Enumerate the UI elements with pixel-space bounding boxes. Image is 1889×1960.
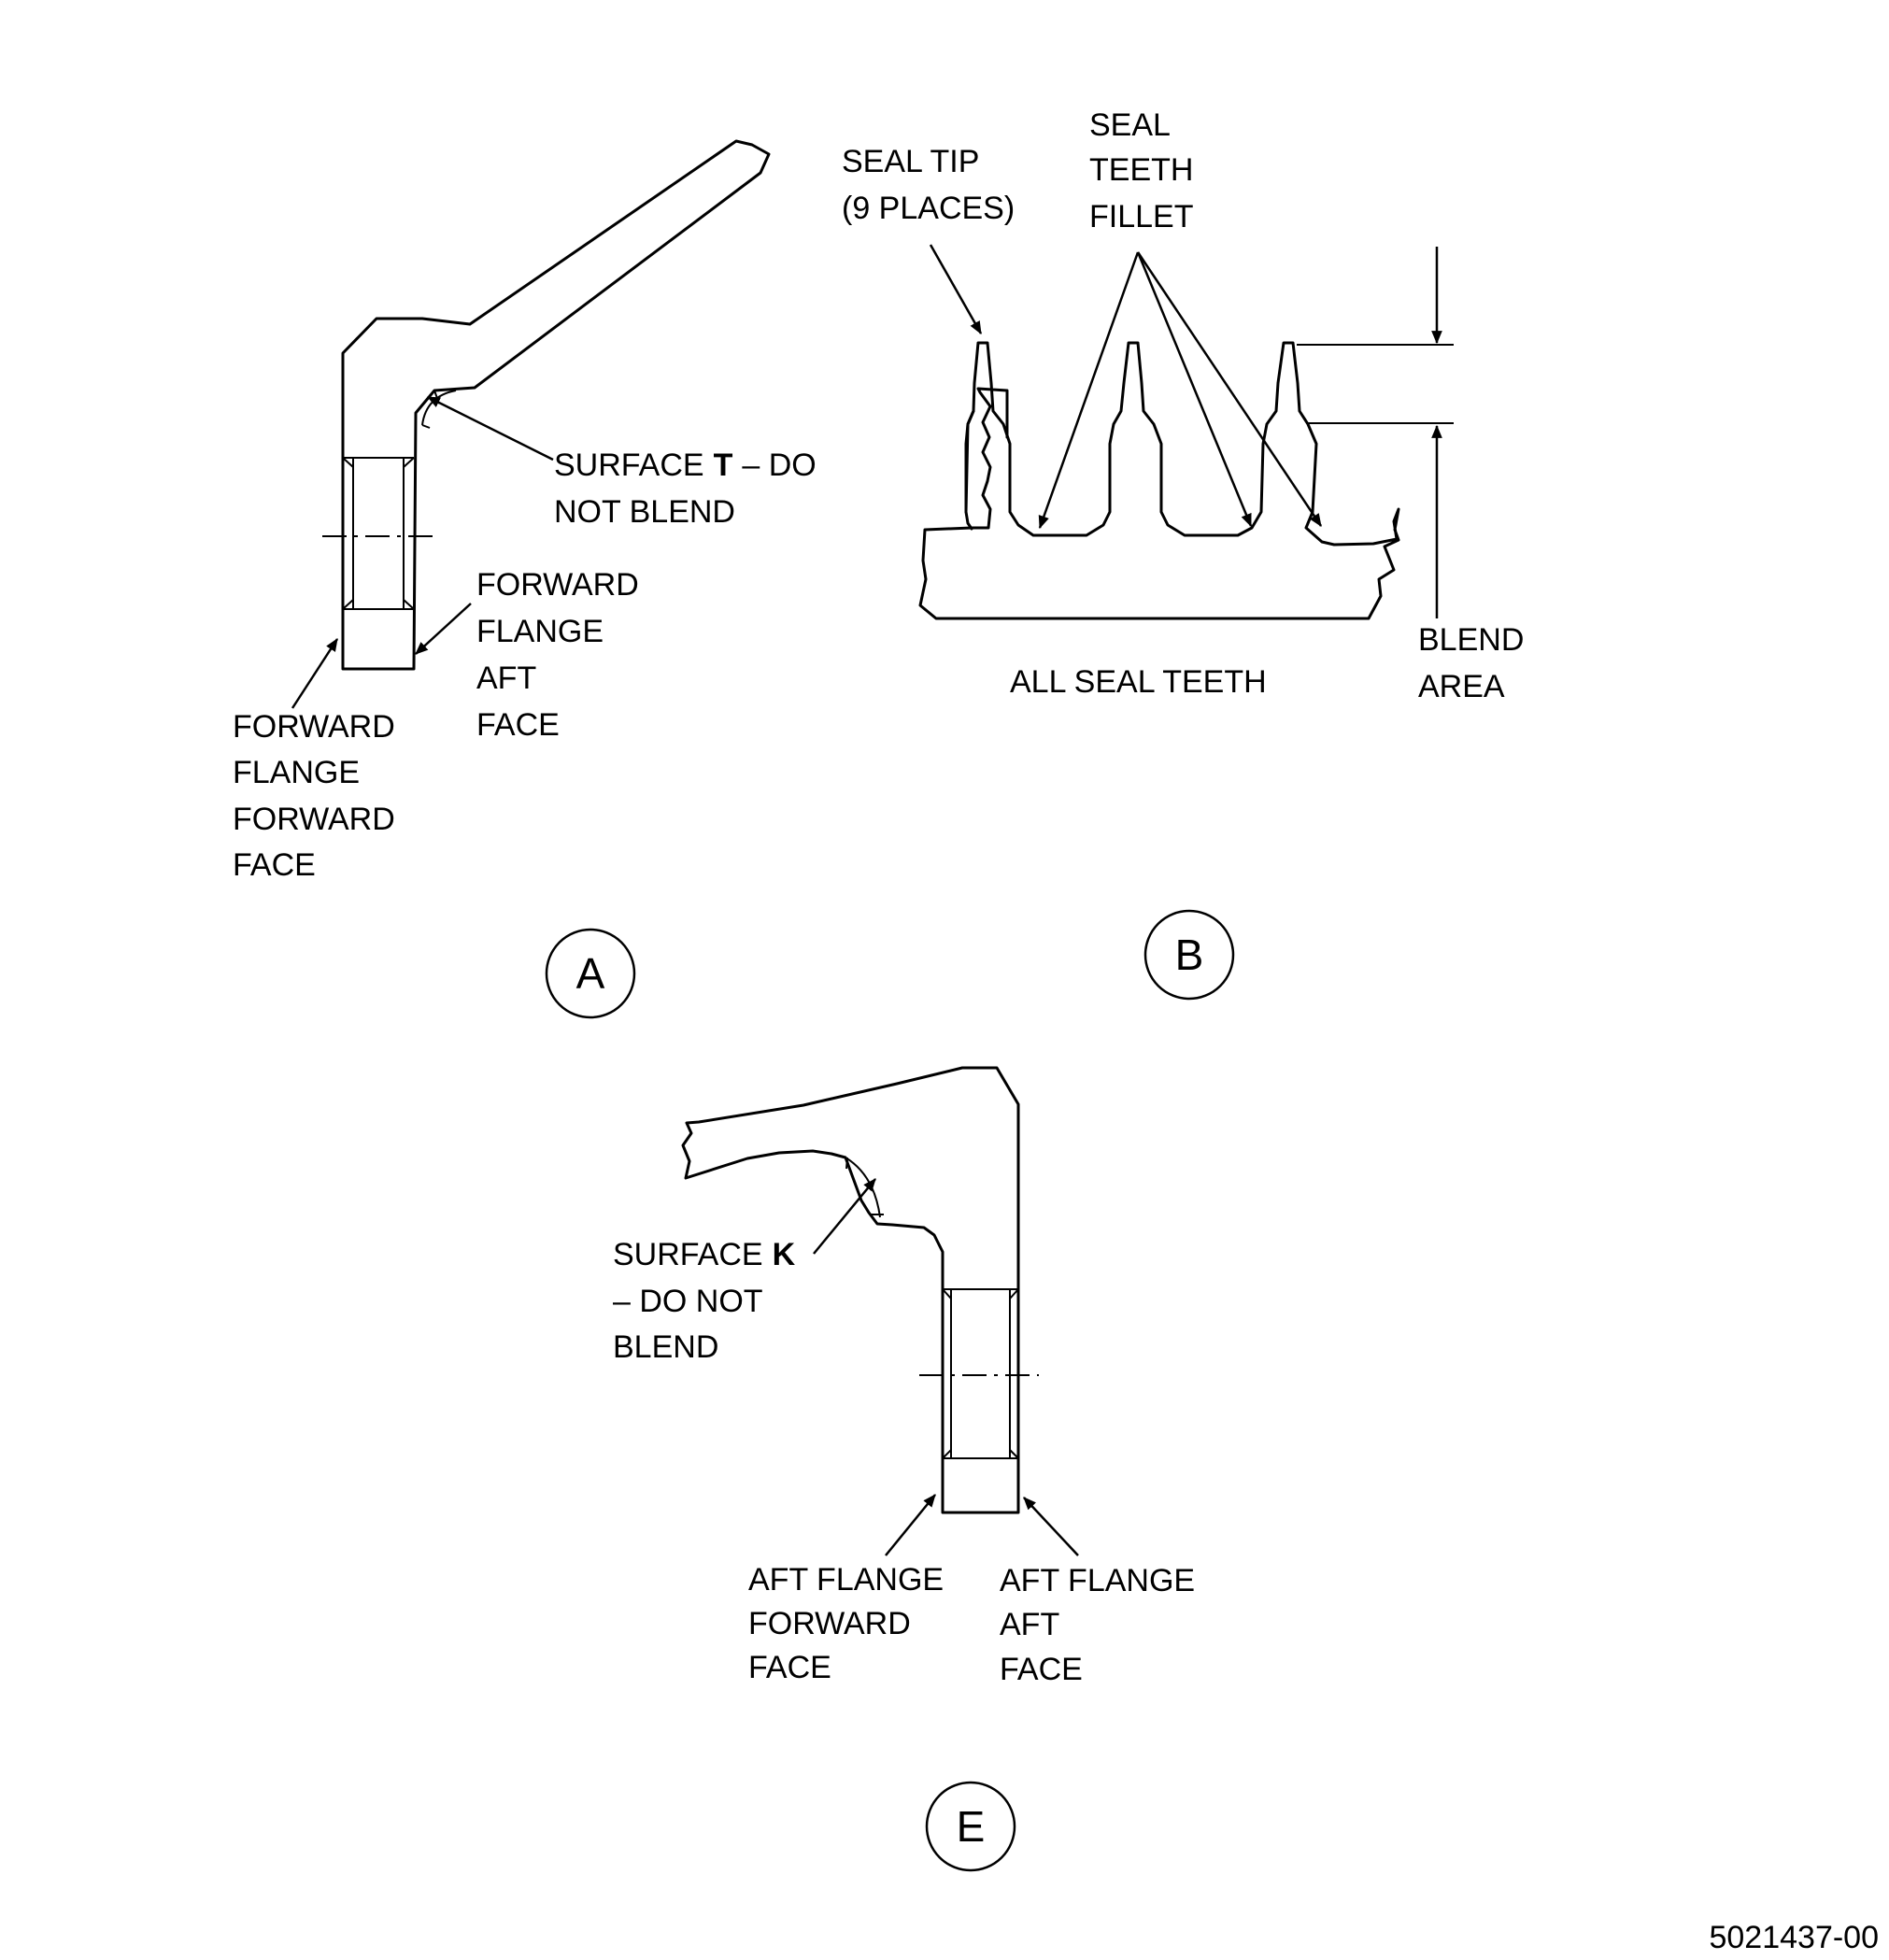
view-e-surface-k-fillet-edge (845, 1157, 884, 1215)
view-e-chamfers (942, 1288, 1019, 1459)
view-b-letter: B (1175, 930, 1204, 979)
view-a-surface-t-leader (426, 395, 554, 462)
view-a-fwd-face-leader (291, 638, 339, 709)
view-b-seal-teeth-outline (918, 341, 1400, 620)
view-a-bore-edges (352, 458, 405, 609)
view-b-fillet-leader-1 (1038, 251, 1140, 530)
view-a-letter: A (576, 949, 605, 998)
view-e-callout-circle (925, 1781, 1016, 1872)
view-b-all-seal-teeth-label: ALL SEAL TEETH (1010, 664, 1267, 700)
view-b: SEAL TIP (9 PLACES) SEAL TEETH FILLET AL… (842, 107, 1533, 1001)
view-a-callout-circle (545, 928, 636, 1019)
drawing-number: 5021437-00 (1709, 1920, 1879, 1955)
view-a-fwd-flange-aft-face-label: FORWARD FLANGE AFT FACE (476, 567, 647, 743)
view-a-part-outline (341, 139, 771, 671)
view-b-blend-area-label: BLEND AREA (1418, 622, 1533, 704)
view-a-fwd-flange-fwd-face-label: FORWARD FLANGE FORWARD FACE (233, 709, 404, 883)
view-b-fillet-leader-2 (1136, 251, 1253, 528)
view-b-fillet-leader-3 (1136, 251, 1323, 527)
view-e-part-outline (681, 1066, 1020, 1514)
view-b-seal-tip-leader (929, 244, 983, 335)
view-e-fwd-face-leader (885, 1494, 936, 1556)
view-e-bore-edges (950, 1289, 1011, 1458)
view-e-letter: E (957, 1802, 986, 1851)
view-b-profile (964, 409, 975, 531)
view-b-callout-circle (1143, 909, 1235, 1001)
view-e-aft-flange-aft-face-label: AFT FLANGE AFT FACE (1000, 1563, 1204, 1687)
view-b-seal-tip-label: SEAL TIP (9 PLACES) (842, 144, 1015, 226)
view-e-surface-k-leader (813, 1178, 876, 1255)
view-a-chamfers (342, 457, 415, 610)
view-e-aft-flange-fwd-face-label: AFT FLANGE FORWARD FACE (748, 1562, 953, 1685)
view-b-seal-teeth-fillet-label: SEAL TEETH FILLET (1089, 107, 1202, 234)
view-e-aft-face-leader (1023, 1497, 1079, 1556)
view-a-aft-face-leader (415, 603, 472, 655)
